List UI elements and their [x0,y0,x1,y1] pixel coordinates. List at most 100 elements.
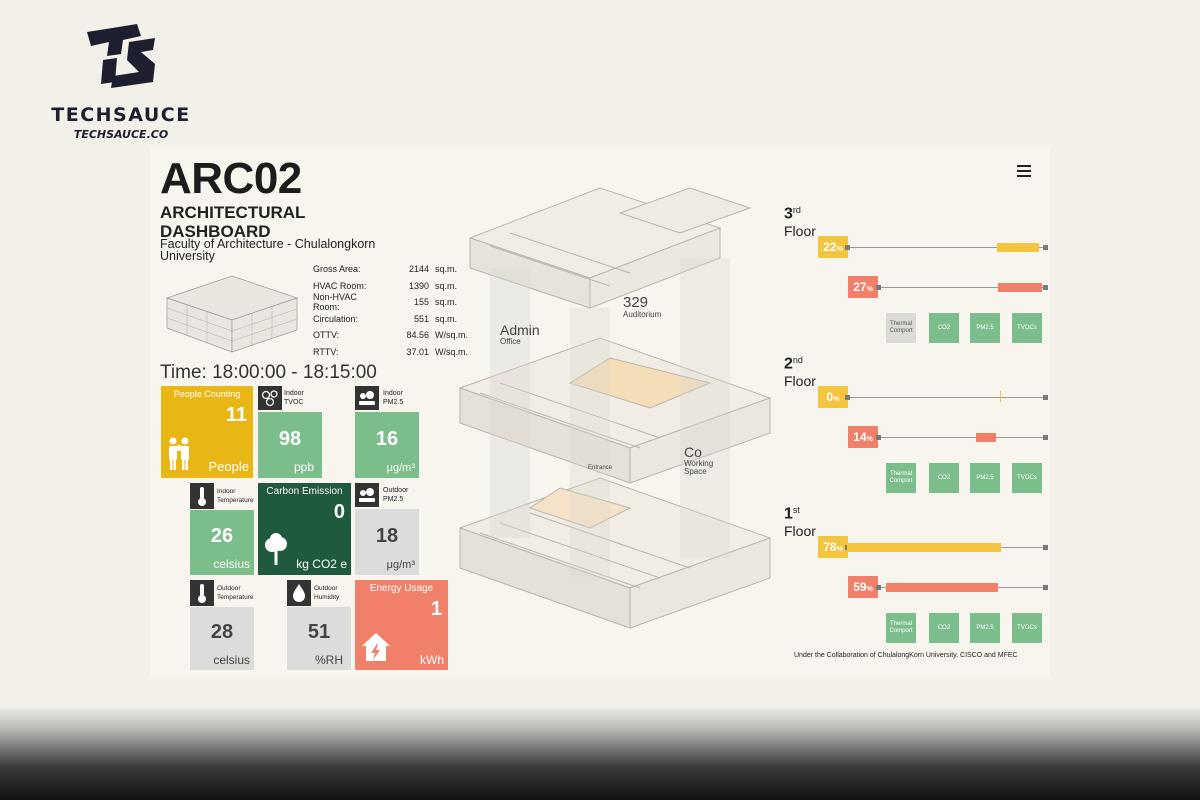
droplet-icon [287,580,311,606]
pm25-icon [355,483,379,507]
energy-bar [886,583,998,592]
percent-sign: % [866,586,873,593]
occupancy-bar [997,243,1039,252]
bottom-shadow-band [0,706,1200,800]
floor-number: 3 [784,205,793,223]
floor-suffix: rd [792,205,801,215]
label-coworking: Co Working Space [684,444,714,476]
occupancy-percent: 78% [818,536,848,558]
tile-indoor-tvoc[interactable]: Indoor TVOC 98 ppb [258,386,322,478]
pm25-icon [355,386,379,410]
dashboard-title: ARC02 [160,154,302,203]
dashboard-panel: Admin Office 329 Auditorium Co Working S… [150,148,1050,676]
track-end-handle[interactable] [1043,395,1048,400]
chip-tvocs[interactable]: TVOCs [1012,613,1042,643]
energy-bar [998,283,1042,292]
chip-pm25[interactable]: PM2.5 [970,463,1000,493]
collaboration-credit: Under the Collaboration of ChulalongKorn… [794,652,1018,659]
chip-tvocs[interactable]: TVOCs [1012,313,1042,343]
tile-energy-usage[interactable]: Energy Usage 1 kWh [355,580,448,670]
energy-percent: 14% [848,426,878,448]
floor-suffix: nd [792,355,803,365]
label-admin: Admin Office [500,322,540,346]
track-start-handle[interactable] [845,245,850,250]
molecule-icon [258,386,282,410]
faculty-name: Faculty of Architecture - Chulalongkorn … [160,237,376,263]
track-start-handle[interactable] [876,435,881,440]
chip-co2[interactable]: CO2 [929,313,959,343]
floor-word: Floor [784,372,816,389]
tile-outdoor-temperature[interactable]: Outdoor Temperature 28 celsius [190,580,254,670]
occupancy-track [847,247,1045,248]
tile-outdoor-pm25[interactable]: Outdoor PM2.5 18 μg/m³ [355,483,419,575]
chip-thermal-comfort[interactable]: Thermal Comport [886,613,916,643]
percent-sign: % [866,286,873,293]
floor-word: Floor [784,522,816,539]
track-end-handle[interactable] [1043,285,1048,290]
tile-indoor-temperature[interactable]: Indoor Temperature 26 celsius [190,483,254,575]
tile-carbon-emission[interactable]: Carbon Emission 0 kg CO2 e [258,483,351,575]
occupancy-bar [847,543,1001,552]
dashboard-subtitle-1: ARCHITECTURAL [160,203,306,222]
brand-name: TECHSAUCE [51,104,191,126]
floor-number: 2 [784,355,793,373]
track-end-handle[interactable] [1043,545,1048,550]
energy-track [878,437,1045,438]
occupancy-track [847,397,1045,398]
track-end-handle[interactable] [1043,435,1048,440]
thermometer-icon [190,580,214,606]
label-entrance: Entrance [588,465,613,471]
floor-number: 1 [784,505,793,523]
track-start-handle[interactable] [876,585,881,590]
occupancy-percent: 0% [818,386,848,408]
tile-indoor-pm25[interactable]: Indoor PM2.5 16 μg/m³ [355,386,419,478]
tile-outdoor-humidity[interactable]: Outdoor Humidity 51 %RH [287,580,351,670]
energy-percent: 59% [848,576,878,598]
occupancy-percent: 22% [818,236,848,258]
tree-icon [265,533,287,565]
percent-sign: % [836,246,843,253]
track-start-handle[interactable] [845,395,850,400]
percent-sign: % [866,436,873,443]
track-start-handle[interactable] [876,285,881,290]
building-isometric-drawing [458,187,772,629]
chip-thermal-comfort[interactable]: Thermal Comport [886,313,916,343]
label-auditorium: 329 Auditorium [623,294,662,319]
chip-co2[interactable]: CO2 [929,613,959,643]
track-end-handle[interactable] [1043,585,1048,590]
energy-percent: 27% [848,276,878,298]
thermometer-icon [190,483,214,509]
people-icon [169,437,189,470]
percent-sign: % [836,546,843,553]
chip-co2[interactable]: CO2 [929,463,959,493]
energy-track [878,287,1045,288]
house-bolt-icon [362,633,390,661]
percent-sign: % [833,396,840,403]
techsauce-brand: TECHSAUCE TECHSAUCE.CO [46,20,196,141]
track-end-handle[interactable] [1043,245,1048,250]
floor-word: Floor [784,222,816,239]
chip-tvocs[interactable]: TVOCs [1012,463,1042,493]
tile-people-counting[interactable]: People Counting 11 People [161,386,253,478]
chip-thermal-comfort[interactable]: Thermal Comport [886,463,916,493]
techsauce-logo-icon [87,24,155,88]
chip-pm25[interactable]: PM2.5 [970,613,1000,643]
chip-pm25[interactable]: PM2.5 [970,313,1000,343]
mini-building-icon [165,275,299,353]
menu-icon[interactable] [1017,165,1031,177]
brand-url: TECHSAUCE.CO [73,128,169,141]
time-range: Time: 18:00:00 - 18:15:00 [160,362,377,383]
dashboard-subtitle-2: DASHBOARD [160,222,271,241]
floor-suffix: st [792,505,800,515]
energy-bar [976,433,996,442]
